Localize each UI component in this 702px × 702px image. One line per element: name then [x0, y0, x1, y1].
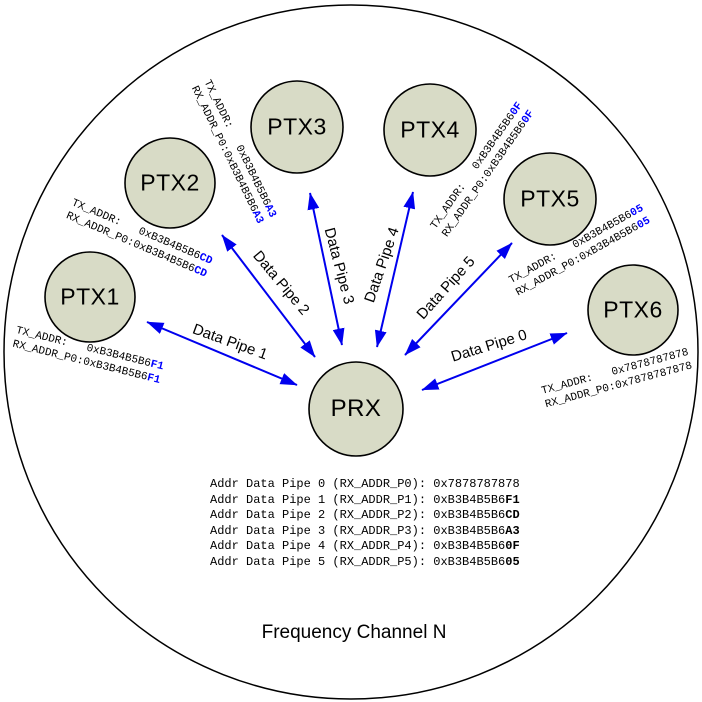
node-circle-ptx5	[503, 152, 597, 246]
frequency-channel-label: Frequency Channel N	[261, 622, 447, 643]
node-label-prx: PRX	[330, 395, 382, 422]
node-circle-ptx2	[124, 137, 216, 229]
pipe-arrow-pipe0	[421, 332, 568, 391]
address-table-row: Addr Data Pipe 0 (RX_ADDR_P0): 0x7878787…	[210, 477, 520, 491]
pipe-arrow-pipe3	[307, 192, 345, 346]
node-circle-ptx6	[587, 264, 679, 356]
node-label-ptx2: PTX2	[140, 169, 200, 196]
address-table-row: Addr Data Pipe 3 (RX_ADDR_P3): 0xB3B4B5B…	[210, 523, 520, 538]
address-table: Addr Data Pipe 0 (RX_ADDR_P0): 0x7878787…	[210, 477, 520, 570]
node-label-ptx3: PTX3	[267, 113, 327, 140]
node-circle-prx	[308, 361, 404, 457]
node-label-ptx4: PTX4	[400, 116, 460, 143]
node-label-ptx1: PTX1	[60, 283, 120, 310]
address-table-row: Addr Data Pipe 5 (RX_ADDR_P5): 0xB3B4B5B…	[210, 554, 520, 569]
node-label-ptx6: PTX6	[603, 296, 663, 323]
address-table-row: Addr Data Pipe 2 (RX_ADDR_P2): 0xB3B4B5B…	[210, 508, 520, 522]
address-table-row: Addr Data Pipe 4 (RX_ADDR_P4): 0xB3B4B5B…	[210, 539, 520, 553]
node-circle-ptx3	[250, 80, 344, 174]
pipe-arrow-pipe4	[374, 191, 416, 348]
address-table-row: Addr Data Pipe 1 (RX_ADDR_P1): 0xB3B4B5B…	[210, 492, 520, 507]
node-label-ptx5: PTX5	[520, 185, 580, 212]
pipe-arrow-pipe2	[221, 234, 316, 358]
node-circle-ptx4	[383, 83, 477, 177]
frequency-channel-circle	[3, 4, 699, 700]
node-circle-ptx1	[44, 251, 136, 343]
